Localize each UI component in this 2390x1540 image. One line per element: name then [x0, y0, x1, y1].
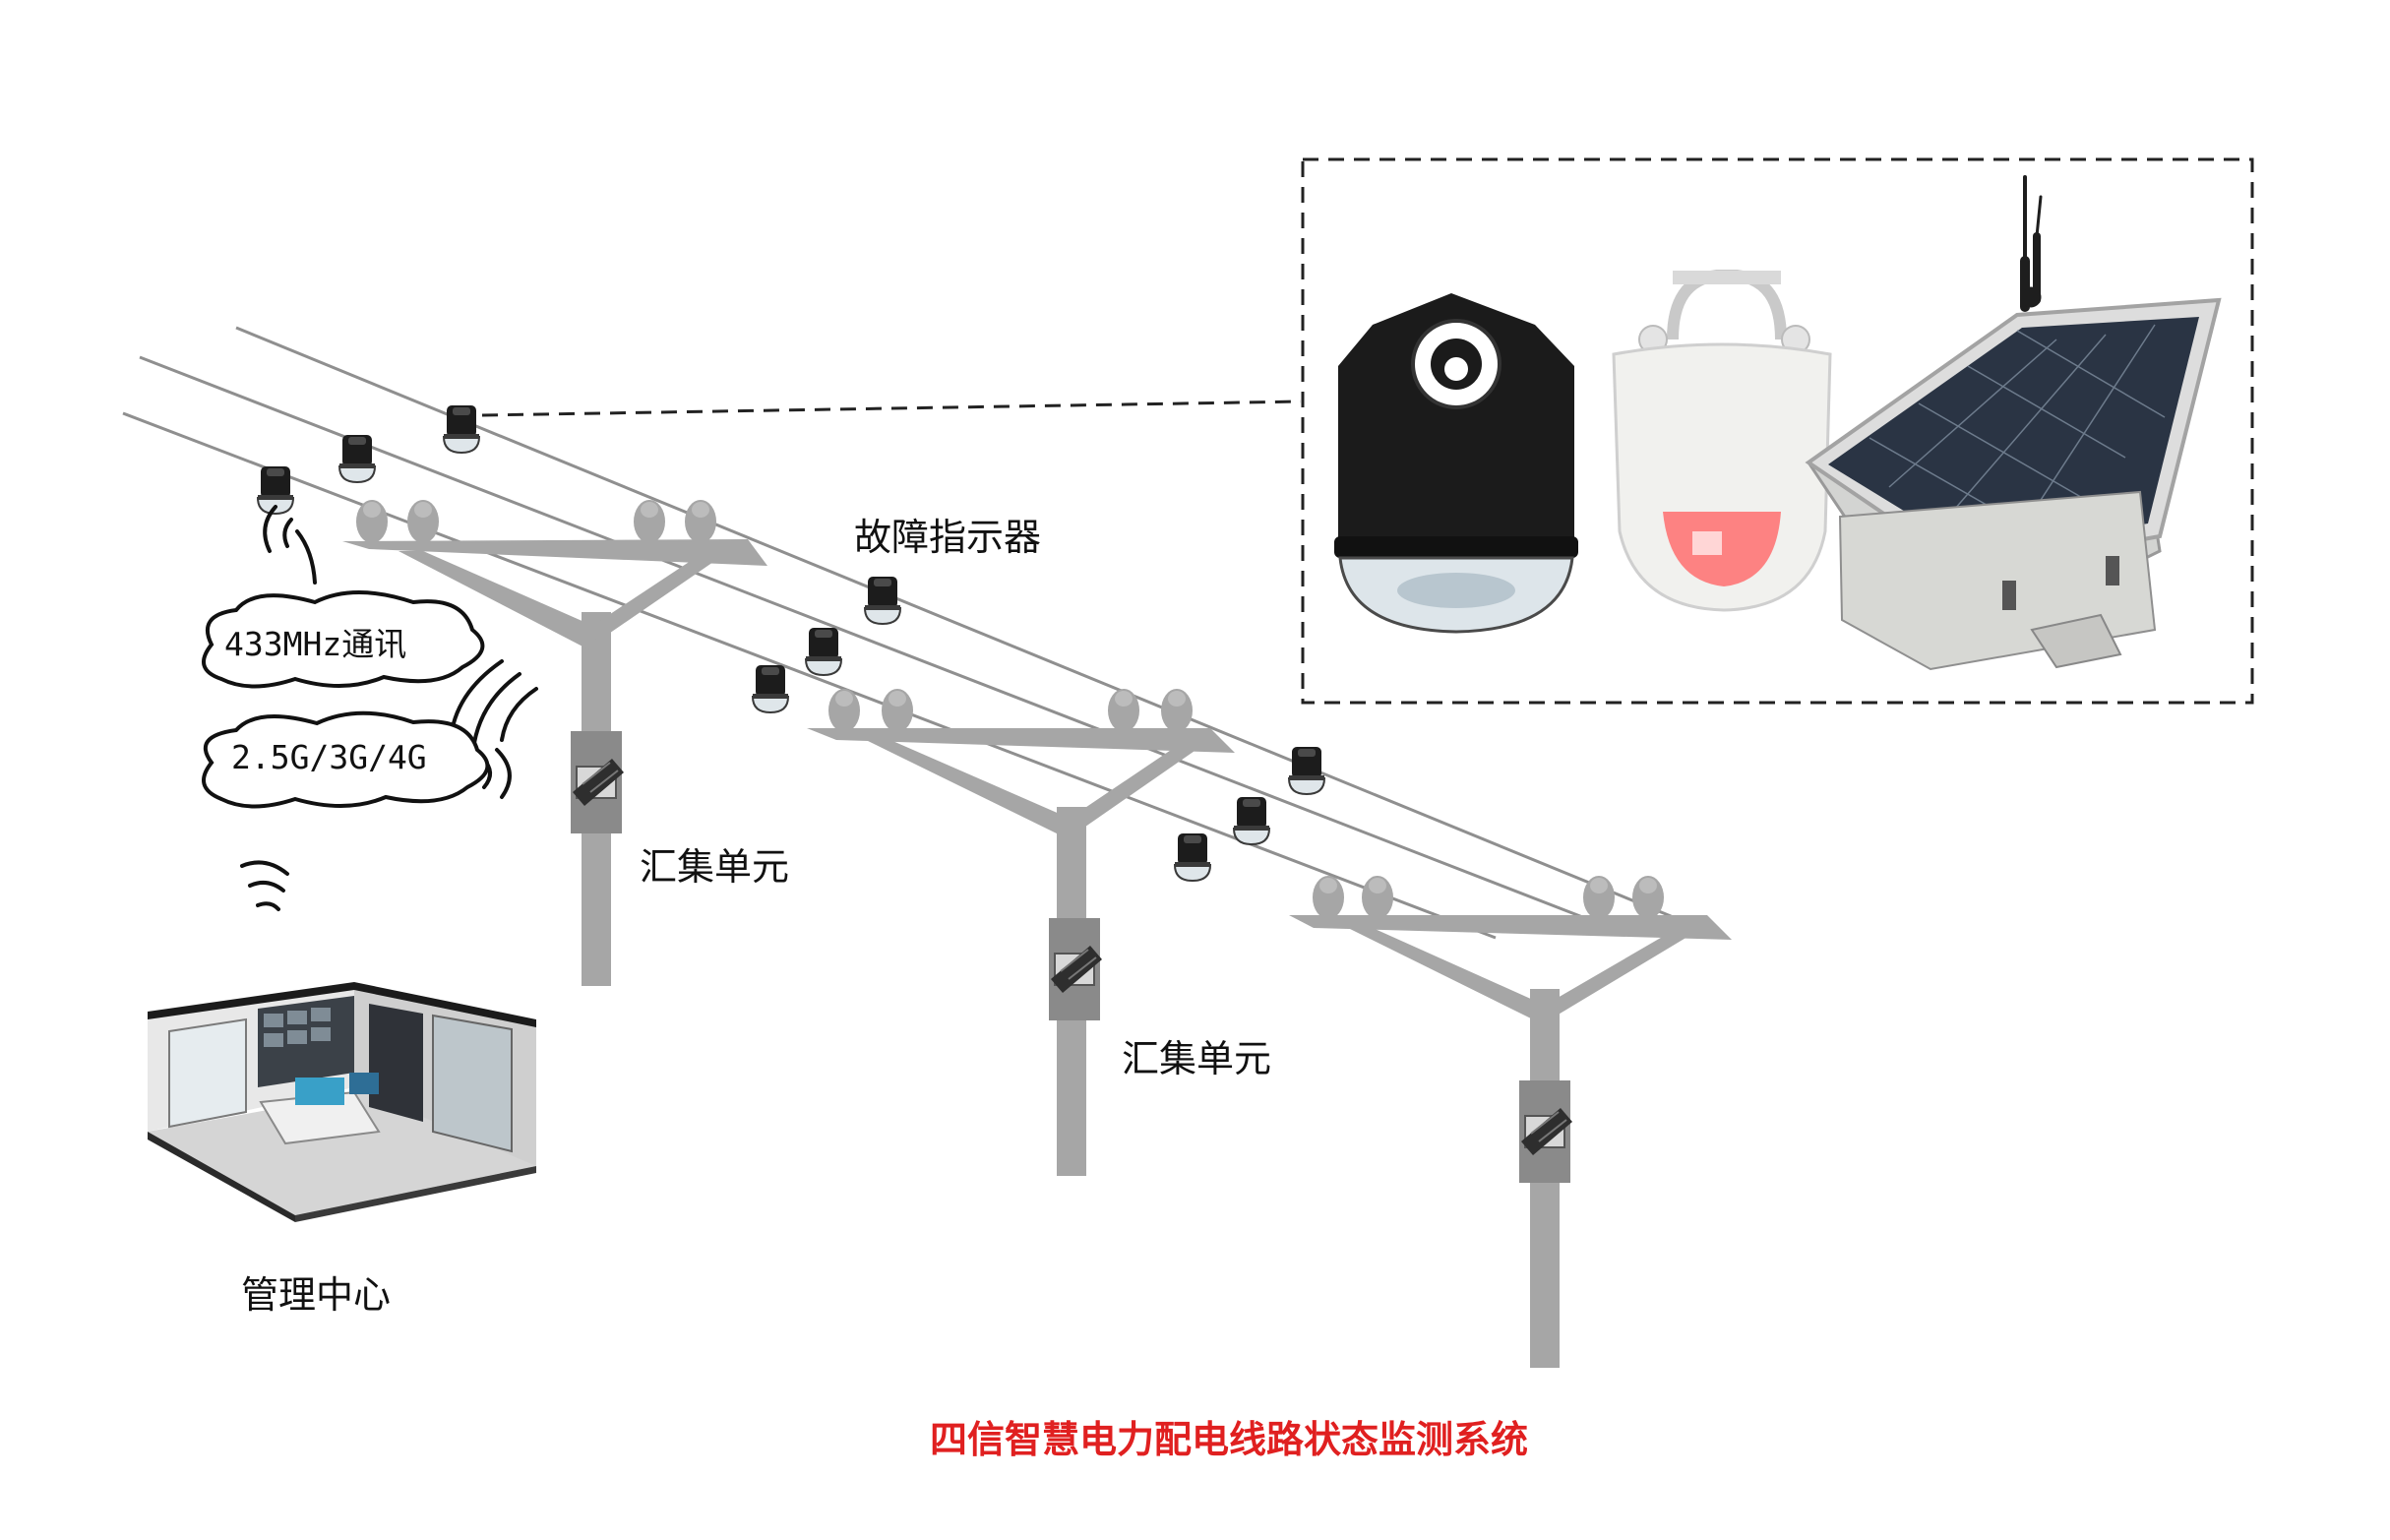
fault-indicator-label: 故障指示器	[854, 516, 1042, 559]
product-callout-box	[1301, 157, 2254, 705]
comm-433-label: 433MHz通讯	[224, 625, 407, 663]
callout-line	[481, 400, 1302, 417]
aggregation-unit-label-2: 汇集单元	[1122, 1037, 1272, 1080]
management-center-label: 管理中心	[241, 1273, 392, 1317]
fault-indicator-icon	[338, 434, 376, 483]
comm-cloud-433	[202, 590, 485, 689]
fault-indicator-icon	[1288, 746, 1325, 795]
power-lines	[122, 326, 1693, 940]
aggregation-unit-icon	[570, 730, 625, 834]
fault-indicator-icon	[1174, 832, 1211, 882]
fault-indicator-icon	[1233, 796, 1270, 845]
fault-indicator-icon	[443, 404, 480, 454]
control-room-icon	[148, 982, 536, 1222]
aggregation-unit-label-1: 汇集单元	[640, 845, 790, 889]
fault-indicator-icon	[864, 576, 901, 625]
comm-cloud-cellular	[202, 710, 490, 809]
comm-cellular-label: 2.5G/3G/4G	[231, 738, 427, 776]
fault-indicator-icon	[752, 664, 789, 713]
fault-indicator-icon	[805, 627, 842, 676]
solar-panel-icon	[1805, 297, 2222, 671]
system-title: 四信智慧电力配电线路状态监测系统	[930, 1418, 1529, 1461]
utility-pole-2	[807, 689, 1235, 1176]
red-fault-indicator-product-icon	[1612, 270, 1832, 612]
utility-pole-3	[1289, 876, 1732, 1368]
aggregation-unit-icon	[1518, 1079, 1573, 1184]
fault-indicator-product-icon	[1334, 293, 1578, 634]
antenna-icon	[2020, 175, 2043, 312]
wireless-signal-icon	[240, 505, 538, 911]
aggregation-unit-icon	[1048, 917, 1103, 1021]
